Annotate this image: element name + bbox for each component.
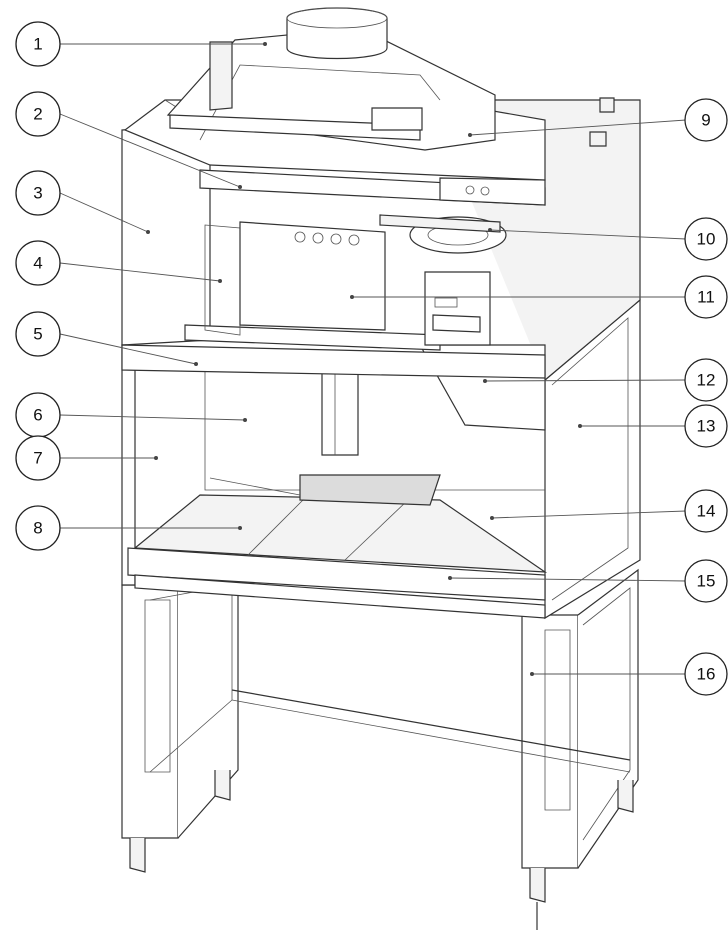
callout-7-label: 7	[33, 449, 42, 468]
leader-lines	[59, 43, 687, 675]
callout-3: 3	[15, 170, 61, 216]
callout-6-label: 6	[33, 406, 42, 425]
cabinet-body	[121, 99, 641, 620]
callout-5: 5	[15, 311, 61, 357]
callout-16: 16	[684, 652, 728, 696]
callout-14-label: 14	[697, 502, 716, 521]
callout-5-label: 5	[33, 325, 42, 344]
callout-16-label: 16	[697, 665, 716, 684]
callout-15: 15	[684, 559, 728, 603]
callout-12-label: 12	[697, 371, 716, 390]
callout-13: 13	[684, 404, 728, 448]
callout-11: 11	[684, 275, 728, 319]
callout-8: 8	[15, 505, 61, 551]
stand-frame	[121, 568, 639, 930]
callout-7: 7	[15, 435, 61, 481]
callout-8-label: 8	[33, 519, 42, 538]
callout-6: 6	[15, 392, 61, 438]
callout-14: 14	[684, 489, 728, 533]
callout-9: 9	[684, 98, 728, 142]
callout-3-label: 3	[33, 184, 42, 203]
callout-13-label: 13	[697, 417, 716, 436]
callout-2-label: 2	[33, 105, 42, 124]
callout-1-label: 1	[33, 35, 42, 54]
callout-2: 2	[15, 91, 61, 137]
callout-4: 4	[15, 240, 61, 286]
callout-11-label: 11	[697, 288, 715, 307]
callout-4-label: 4	[33, 254, 42, 273]
callout-1: 1	[15, 21, 61, 67]
callout-12: 12	[684, 358, 728, 402]
callout-10: 10	[684, 217, 728, 261]
callout-10-label: 10	[697, 230, 716, 249]
exhaust-hood	[166, 7, 615, 151]
callout-9-label: 9	[701, 111, 710, 130]
callout-15-label: 15	[697, 572, 716, 591]
leader-dots	[146, 42, 582, 676]
